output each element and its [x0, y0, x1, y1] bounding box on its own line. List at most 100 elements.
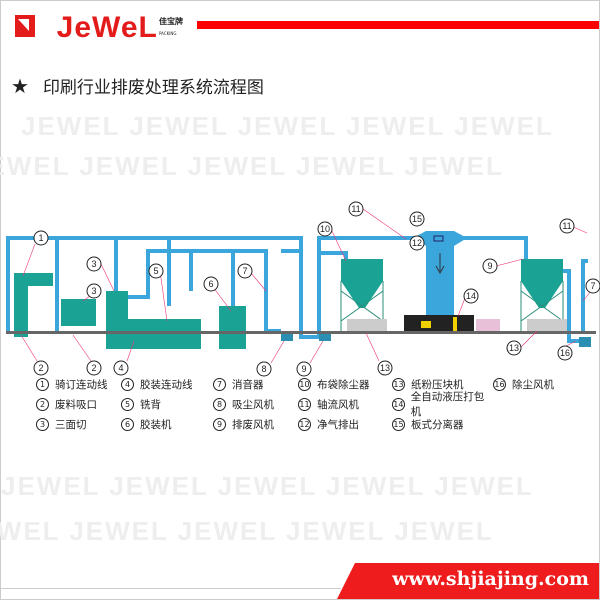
legend-item: 7 消音器: [213, 377, 298, 391]
legend-number: 14: [392, 397, 405, 411]
legend-number: 10: [298, 377, 311, 391]
callout-number: 15: [412, 214, 422, 224]
callout-number: 7: [242, 266, 247, 276]
header-divider: [197, 21, 599, 29]
legend-label: 纸粉压块机: [411, 378, 464, 391]
three-side-trimmer: [61, 299, 96, 326]
callout-circle: [86, 256, 102, 272]
legend-item: 5 铣背: [121, 397, 213, 411]
watermark: JEWEL JEWEL JEWEL JEWEL JEWEL: [0, 516, 494, 546]
callout-circle: [256, 361, 272, 377]
ground-line: [6, 331, 596, 334]
callout-number: 14: [466, 291, 476, 301]
callout-circle: [33, 230, 49, 246]
callout-circle: [409, 211, 425, 227]
legend-number: 11: [298, 397, 311, 411]
separator-15: [413, 231, 467, 331]
fans: [281, 331, 591, 347]
legend-number: 15: [392, 417, 405, 431]
callout-circle: [506, 340, 522, 356]
svg-text:PACKING: PACKING: [159, 31, 177, 36]
svg-text:_JeWeL: _JeWeL: [38, 13, 158, 39]
legend-label: 净气排出: [317, 418, 359, 431]
callout-circle: [559, 218, 575, 234]
callout-circle: [86, 283, 102, 299]
legend-item: [493, 417, 573, 431]
watermark: JEWEL JEWEL JEWEL JEWEL JEWEL: [0, 151, 504, 181]
legend-item: 16 除尘风机: [493, 377, 573, 391]
binding-machine: [219, 306, 246, 349]
callout-number: 9: [301, 364, 306, 374]
legend-label: 骑订连动线: [55, 378, 108, 391]
website-url[interactable]: www.shjiajing.com: [392, 568, 589, 590]
footer-banner: www.shjiajing.com: [337, 563, 599, 599]
legend-number: 1: [36, 377, 49, 391]
jewel-logo: _JeWeL 佳宝牌 PACKING: [15, 13, 183, 39]
legend-number: 2: [36, 397, 49, 411]
callout-number: 6: [208, 279, 213, 289]
callout-number: 9: [487, 261, 492, 271]
legend-item: 9 排废风机: [213, 417, 298, 431]
callout-circle: [203, 276, 219, 292]
page-title: ★ 印刷行业排废处理系统流程图: [11, 73, 264, 99]
legend-number: 12: [298, 417, 311, 431]
callout-circle: [33, 360, 49, 376]
baler-14: [404, 315, 500, 333]
callout-number: 3: [91, 259, 96, 269]
dust-collector-right: [520, 259, 567, 331]
legend-label: 除尘风机: [512, 378, 554, 391]
callout-number: 11: [351, 204, 360, 214]
legend-label: 胶装机: [140, 418, 172, 431]
legend-number: 8: [213, 397, 226, 411]
legend-item: 10 布袋除尘器: [298, 377, 392, 391]
saddle-stitch-line: [14, 273, 53, 337]
legend-number: 4: [121, 377, 134, 391]
callout-number: 12: [412, 238, 422, 248]
callout-circle: [409, 235, 425, 251]
legend-label: 消音器: [232, 378, 264, 391]
legend-number: 9: [213, 417, 226, 431]
legend-label: 铣背: [140, 398, 161, 411]
callout-circle: [585, 278, 600, 294]
legend-label: 废料吸口: [55, 398, 97, 411]
legend-number: 16: [493, 377, 506, 391]
callout-circle: [148, 263, 164, 279]
legend-item: 6 胶装机: [121, 417, 213, 431]
callout-circle: [482, 258, 498, 274]
star-icon: ★: [11, 73, 29, 98]
legend-item: 13 纸粉压块机: [392, 377, 493, 391]
legend-number: 7: [213, 377, 226, 391]
callout-circle: [377, 360, 393, 376]
legend-item: 11 轴流风机: [298, 397, 392, 411]
callout-circle: [113, 360, 129, 376]
svg-text:佳宝牌: 佳宝牌: [159, 16, 183, 26]
title-text: 印刷行业排废处理系统流程图: [42, 78, 264, 98]
legend-number: 13: [392, 377, 405, 391]
footer-line: [1, 588, 341, 589]
legend-label: 排废风机: [232, 418, 274, 431]
legend-number: 6: [121, 417, 134, 431]
callout-number: 13: [509, 343, 519, 353]
callout-circle: [348, 201, 364, 217]
callout-number: 2: [91, 363, 96, 373]
legend-label: 布袋除尘器: [317, 378, 370, 391]
callout-circle: [317, 221, 333, 237]
legend-item: 2 废料吸口: [36, 397, 121, 411]
callout-circle: [296, 361, 312, 377]
legend-label: 轴流风机: [317, 398, 359, 411]
pipes: [6, 236, 588, 343]
callout-number: 3: [91, 286, 96, 296]
legend-number: 5: [121, 397, 134, 411]
callout-circle: [237, 263, 253, 279]
legend-item: 12 净气排出: [298, 417, 392, 431]
perfect-binding-line: [106, 291, 201, 349]
callout-number: 7: [590, 281, 595, 291]
watermark: JEWEL JEWEL JEWEL JEWEL JEWEL: [1, 471, 534, 501]
